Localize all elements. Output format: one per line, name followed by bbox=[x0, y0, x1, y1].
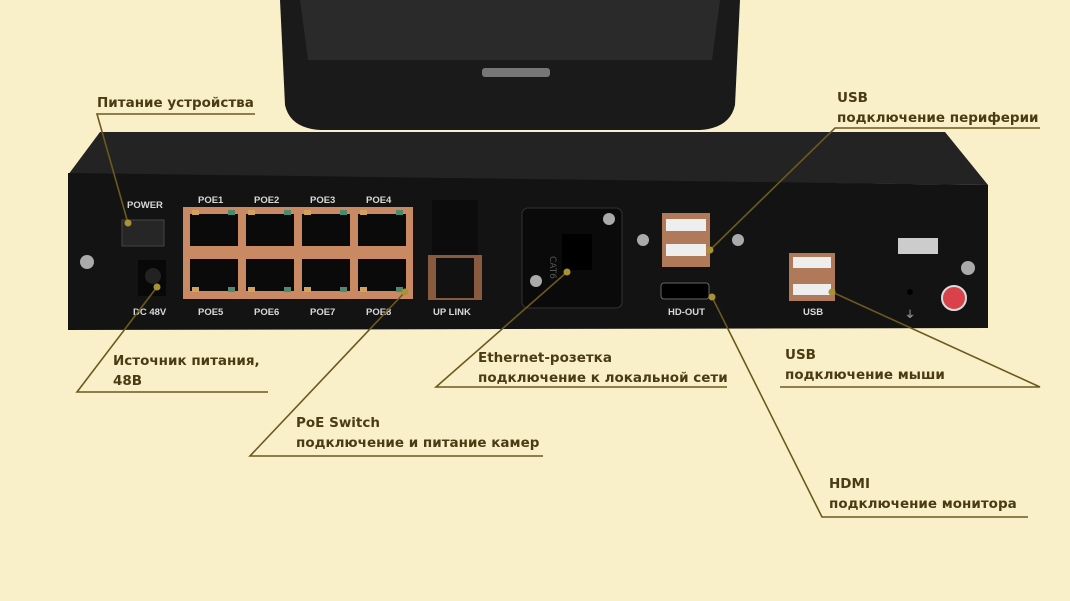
led-green bbox=[284, 210, 291, 215]
leader-power bbox=[95, 113, 255, 224]
hdmi-port bbox=[660, 282, 710, 300]
screw bbox=[637, 234, 649, 246]
callout-power: Питание устройства bbox=[97, 93, 254, 113]
callout-ethernet: Ethernet-розетка подключение к локальной … bbox=[478, 348, 728, 388]
poe-port-label: POE4 bbox=[366, 195, 392, 206]
poe-port-label: POE7 bbox=[310, 307, 335, 318]
screw bbox=[530, 275, 542, 287]
callout-text: USB bbox=[785, 347, 816, 363]
led-green bbox=[396, 210, 403, 215]
callout-usb-top: USB подключение периферии bbox=[837, 88, 1039, 128]
led-orange bbox=[192, 287, 199, 292]
warranty-seal bbox=[941, 285, 967, 311]
screw bbox=[961, 261, 975, 275]
sticker bbox=[898, 238, 938, 254]
callout-text: USB bbox=[837, 90, 868, 106]
poe-port bbox=[246, 214, 294, 246]
led-orange bbox=[248, 287, 255, 292]
screw bbox=[80, 255, 94, 269]
led-orange bbox=[304, 210, 311, 215]
poe-port-label: POE6 bbox=[254, 307, 279, 318]
leader-usb-top bbox=[709, 127, 1040, 251]
callout-text: подключение периферии bbox=[837, 110, 1039, 126]
callout-hdmi: HDMI подключение монитора bbox=[829, 474, 1017, 514]
poe-port bbox=[302, 214, 350, 246]
led-orange bbox=[360, 287, 367, 292]
monitor-screen bbox=[300, 0, 720, 60]
poe-port bbox=[190, 259, 238, 291]
callout-text: 48В bbox=[113, 373, 143, 389]
power-label: POWER bbox=[127, 200, 163, 211]
screw bbox=[603, 213, 615, 225]
led-orange bbox=[248, 210, 255, 215]
poe-port-label: POE3 bbox=[310, 195, 335, 206]
callout-text: подключение к локальной сети bbox=[478, 370, 728, 386]
callout-text: подключение и питание камер bbox=[296, 435, 540, 451]
led-orange bbox=[360, 210, 367, 215]
leader-lines bbox=[75, 113, 1041, 518]
callout-text: Источник питания, bbox=[113, 353, 260, 369]
led-green bbox=[284, 287, 291, 292]
callout-text: PoE Switch bbox=[296, 415, 380, 431]
poe-port bbox=[358, 214, 406, 246]
poe-port bbox=[246, 259, 294, 291]
hdout-label: HD-OUT bbox=[668, 307, 705, 318]
callout-text: HDMI bbox=[829, 476, 870, 492]
leader-ethernet bbox=[433, 271, 727, 388]
poe-port-label: POE2 bbox=[254, 195, 279, 206]
callout-text: подключение монитора bbox=[829, 496, 1017, 512]
led-green bbox=[228, 287, 235, 292]
callout-poe: PoE Switch подключение и питание камер bbox=[296, 413, 539, 453]
poe-port-label: POE1 bbox=[198, 195, 224, 206]
callout-text: подключение мыши bbox=[785, 367, 945, 383]
poe-port-label: POE5 bbox=[198, 307, 224, 318]
ground-icon: ⏚ bbox=[905, 309, 915, 321]
leader-poe bbox=[248, 291, 543, 457]
leader-dots bbox=[124, 219, 836, 301]
poe-port bbox=[190, 214, 238, 246]
poe-port bbox=[358, 259, 406, 291]
callout-text: Ethernet-розетка bbox=[478, 350, 612, 366]
leader-usb-mouse bbox=[780, 291, 1041, 388]
monitor-logo bbox=[482, 68, 550, 77]
usb-label: USB bbox=[803, 307, 823, 318]
led-green bbox=[228, 210, 235, 215]
callout-usb-mouse: USB подключение мыши bbox=[785, 345, 945, 385]
led-orange bbox=[304, 287, 311, 292]
callout-dc: Источник питания, 48В bbox=[113, 351, 260, 391]
cat6-label: CAT6 bbox=[547, 256, 557, 279]
ground-hole bbox=[907, 289, 913, 295]
led-green bbox=[340, 210, 347, 215]
led-orange bbox=[192, 210, 199, 215]
poe-port-label: POE8 bbox=[366, 307, 391, 318]
poe-port bbox=[302, 259, 350, 291]
led-green bbox=[340, 287, 347, 292]
leader-dc bbox=[75, 286, 268, 393]
uplink-label: UP LINK bbox=[433, 307, 471, 318]
led-green bbox=[396, 287, 403, 292]
dc-label: DC 48V bbox=[133, 307, 167, 318]
screw bbox=[732, 234, 744, 246]
leader-hdmi bbox=[711, 296, 1028, 518]
device-top bbox=[68, 132, 988, 185]
callout-text: Питание устройства bbox=[97, 95, 254, 111]
